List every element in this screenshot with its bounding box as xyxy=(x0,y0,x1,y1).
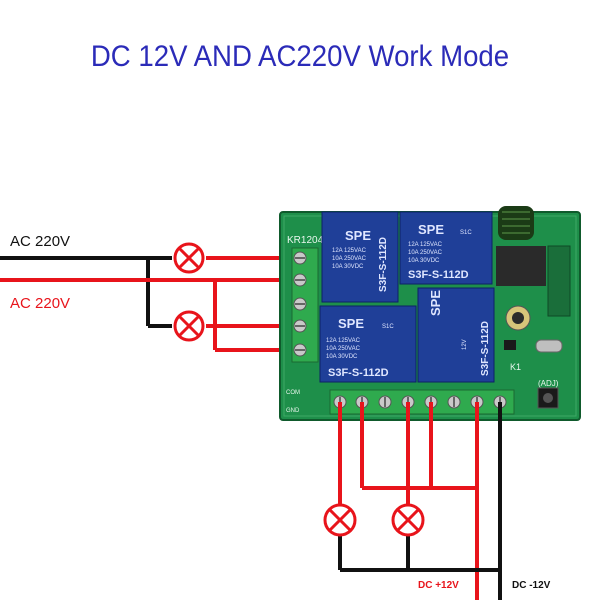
terminal-screw-icon xyxy=(293,297,307,311)
svg-text:10A 250VAC: 10A 250VAC xyxy=(332,256,367,262)
module-header xyxy=(547,245,571,317)
lamp-icon xyxy=(391,503,425,537)
adj-label: (ADJ) xyxy=(538,379,559,388)
k1-label: K1 xyxy=(510,362,521,372)
svg-text:SPE: SPE xyxy=(418,222,444,237)
ac-label-bottom: AC 220V xyxy=(10,295,70,312)
lamp-icon xyxy=(173,310,205,342)
relay-board: KR1204 SPE 12A 125VAC 10A 250VAC 10A 30V… xyxy=(279,206,581,421)
left-terminal-block xyxy=(291,247,319,363)
svg-text:S1C: S1C xyxy=(382,324,394,330)
lamp-icon xyxy=(173,242,205,274)
svg-text:SPE: SPE xyxy=(428,290,443,316)
svg-text:S1C: S1C xyxy=(460,230,472,236)
svg-text:10A 30VDC: 10A 30VDC xyxy=(332,264,364,270)
svg-text:10A 250VAC: 10A 250VAC xyxy=(408,250,443,256)
relay-icon: SPE 12A 125VAC 10A 250VAC 10A 30VDC S3F-… xyxy=(321,211,399,303)
relay-icon: SPE S1C 12A 125VAC 10A 250VAC 10A 30VDC … xyxy=(399,211,493,285)
svg-text:SPE: SPE xyxy=(345,228,371,243)
svg-text:SPE: SPE xyxy=(338,316,364,331)
antenna-coil-icon xyxy=(498,206,534,240)
terminal-screw-icon xyxy=(293,343,307,357)
terminal-screw-icon xyxy=(447,395,461,409)
dc-wiring xyxy=(323,402,502,600)
terminal-screw-icon xyxy=(293,319,307,333)
svg-text:10A 30VDC: 10A 30VDC xyxy=(326,354,358,360)
dc-plus-label: DC +12V xyxy=(418,580,459,591)
ac-label-top: AC 220V xyxy=(10,233,70,250)
svg-text:12A 125VAC: 12A 125VAC xyxy=(326,338,361,344)
svg-text:S3F-S-112D: S3F-S-112D xyxy=(408,269,469,281)
dc-minus-label: DC -12V xyxy=(512,580,551,591)
svg-text:12A 125VAC: 12A 125VAC xyxy=(332,248,367,254)
com-label: COM xyxy=(286,390,300,396)
gnd-label: GND xyxy=(286,408,300,414)
svg-text:12V: 12V xyxy=(462,339,468,350)
svg-text:S3F-S-112D: S3F-S-112D xyxy=(378,237,389,292)
svg-text:10A 30VDC: 10A 30VDC xyxy=(408,258,440,264)
page-title: DC 12V AND AC220V Work Mode xyxy=(90,40,510,73)
svg-text:10A 250VAC: 10A 250VAC xyxy=(326,346,361,352)
transistor xyxy=(504,340,516,350)
terminal-screw-icon xyxy=(293,273,307,287)
ac-wiring xyxy=(0,242,300,352)
bottom-terminal-block xyxy=(329,389,515,415)
adj-button[interactable] xyxy=(537,387,559,409)
relay-icon: SPE 12V S3F-S-112D xyxy=(417,287,495,383)
lamp-icon xyxy=(323,503,357,537)
crystal xyxy=(535,339,563,353)
ic-chip xyxy=(496,246,546,286)
terminal-screw-icon xyxy=(378,395,392,409)
board-model-label: KR1204 xyxy=(287,235,324,246)
svg-text:S3F-S-112D: S3F-S-112D xyxy=(328,367,389,379)
svg-text:S3F-S-112D: S3F-S-112D xyxy=(480,321,491,376)
relay-icon: SPE S1C 12A 125VAC 10A 250VAC 10A 30VDC … xyxy=(319,305,417,383)
svg-text:12A 125VAC: 12A 125VAC xyxy=(408,242,443,248)
terminal-screw-icon xyxy=(293,251,307,265)
